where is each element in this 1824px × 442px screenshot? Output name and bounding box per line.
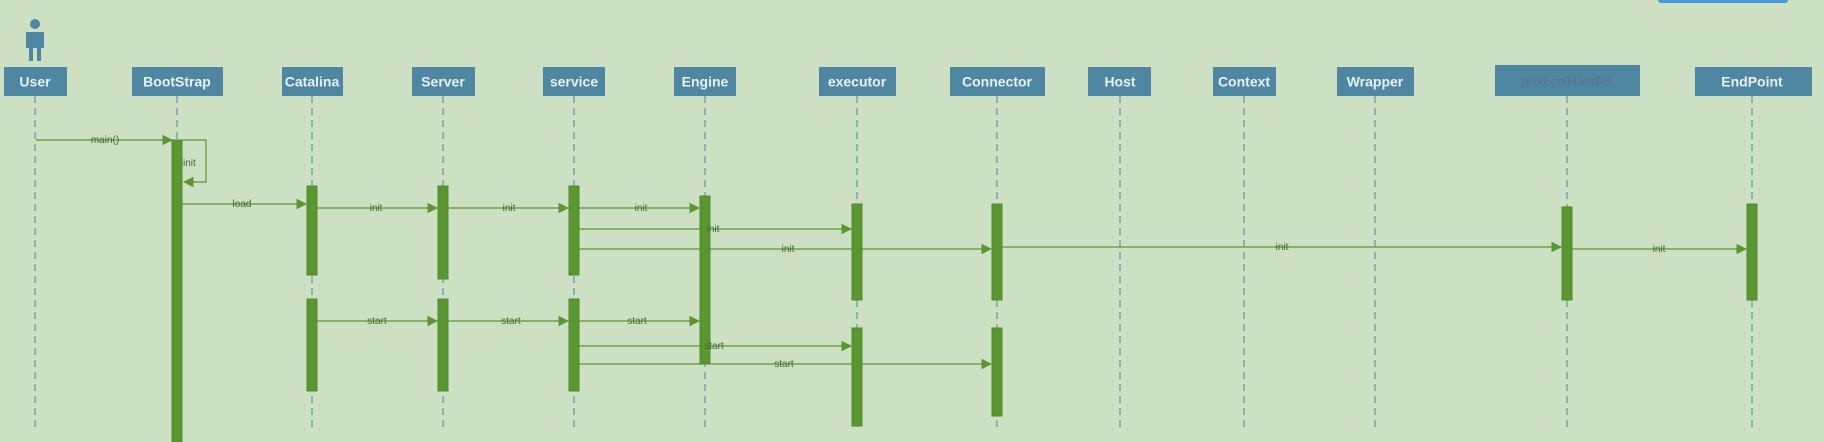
activation-bar-protocolhandler xyxy=(1561,206,1573,301)
lifeline-label-context: Context xyxy=(1218,74,1270,90)
person-icon xyxy=(30,19,40,29)
window-tab-indicator xyxy=(1658,0,1788,3)
activation-bar-engine xyxy=(699,195,711,364)
message-label: init xyxy=(370,203,383,214)
lifeline-header-protocolhandler[interactable] xyxy=(1495,65,1640,96)
lifeline-label-server: Server xyxy=(421,74,465,90)
activation-bar-connector xyxy=(991,203,1003,301)
lifeline-label-endpoint: EndPoint xyxy=(1721,74,1783,90)
message-label: init xyxy=(1276,242,1289,253)
activation-bar-bootstrap xyxy=(171,139,183,442)
lifeline-header-executor[interactable] xyxy=(819,67,896,96)
message-label: init xyxy=(1653,244,1666,255)
lifeline-header-server[interactable] xyxy=(412,67,475,96)
lifeline-label-user: User xyxy=(19,74,51,90)
message-label: init xyxy=(503,203,516,214)
lifeline-header-user[interactable] xyxy=(4,67,67,96)
lifeline-label-host: Host xyxy=(1104,74,1135,90)
lifeline-header-connector[interactable] xyxy=(950,67,1045,96)
activation-bar-catalina xyxy=(306,298,318,392)
activation-bar-endpoint xyxy=(1746,203,1758,301)
lifeline-header-wrapper[interactable] xyxy=(1337,67,1414,96)
message-label: start xyxy=(704,341,724,352)
lifeline-header-service[interactable] xyxy=(543,67,605,96)
message-label: start xyxy=(627,316,647,327)
activation-bar-service xyxy=(568,185,580,276)
lifeline-label-engine: Engine xyxy=(682,74,729,90)
activation-bar-catalina xyxy=(306,185,318,276)
message-label: start xyxy=(501,316,521,327)
message-label: init xyxy=(782,244,795,255)
activation-bar-executor xyxy=(851,203,863,301)
activation-bar-service xyxy=(568,298,580,392)
message-label: init xyxy=(707,224,720,235)
person-body-icon xyxy=(26,32,44,61)
lifeline-header-engine[interactable] xyxy=(674,67,736,96)
message-label: main() xyxy=(91,135,119,146)
lifeline-header-host[interactable] xyxy=(1088,67,1151,96)
activation-bar-server xyxy=(437,298,449,392)
lifeline-label-connector: Connector xyxy=(962,74,1033,90)
lifeline-label-executor: executor xyxy=(828,74,887,90)
activation-bar-connector xyxy=(991,327,1003,417)
message-label: start xyxy=(774,359,794,370)
lifeline-label-protocolhandler: protocolHandler xyxy=(1521,74,1613,89)
lifeline-header-bootstrap[interactable] xyxy=(132,67,223,96)
lifeline-label-bootstrap: BootStrap xyxy=(143,74,211,90)
lifeline-label-catalina: Catalina xyxy=(285,74,340,90)
lifeline-label-wrapper: Wrapper xyxy=(1347,74,1404,90)
message-label: init xyxy=(183,158,196,169)
lifeline-header-endpoint[interactable] xyxy=(1695,67,1812,96)
message-label: load xyxy=(233,199,252,210)
lifeline-label-service: service xyxy=(550,74,598,90)
message-label: init xyxy=(635,203,648,214)
lifeline-header-catalina[interactable] xyxy=(282,67,343,96)
activation-bar-executor xyxy=(851,327,863,427)
message-arrow-self-1 xyxy=(182,139,207,188)
message-label: start xyxy=(367,316,387,327)
lifeline-header-context[interactable] xyxy=(1213,67,1276,96)
activation-bar-server xyxy=(437,185,449,280)
